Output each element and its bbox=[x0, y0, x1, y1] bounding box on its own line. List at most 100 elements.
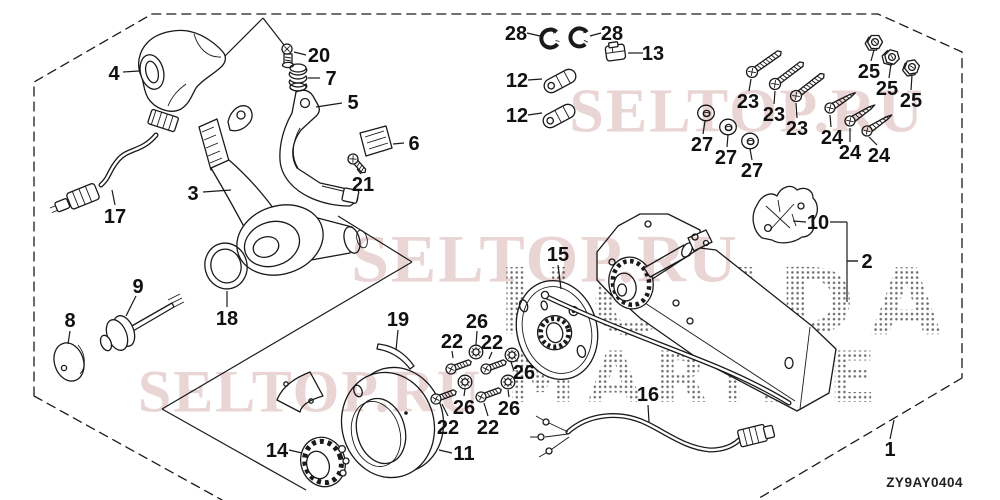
callout-label-22c: 22 bbox=[437, 417, 459, 439]
callout-label-17: 17 bbox=[104, 206, 126, 228]
callout-label-22a: 22 bbox=[441, 331, 463, 353]
callout-leader-25a bbox=[870, 49, 875, 62]
callout-leader-12b bbox=[527, 112, 543, 116]
part-friction-pad bbox=[276, 371, 324, 413]
part-3-control-arm bbox=[198, 105, 368, 276]
part-4-handle-grip bbox=[137, 29, 227, 112]
callout-leader-22b bbox=[488, 351, 493, 360]
callout-label-23c: 23 bbox=[786, 118, 808, 140]
callout-label-23a: 23 bbox=[737, 91, 759, 113]
callout-label-1: 1 bbox=[884, 439, 895, 461]
callout-leader-14 bbox=[288, 449, 303, 454]
callout-label-11: 11 bbox=[453, 443, 474, 465]
callout-leader-12a bbox=[527, 78, 543, 81]
part-27-washer bbox=[697, 104, 715, 122]
callout-label-18: 18 bbox=[216, 308, 238, 330]
part-25-nut bbox=[900, 58, 922, 78]
callout-leader-26c bbox=[463, 388, 466, 397]
part-23-screw bbox=[787, 69, 829, 105]
callout-leader-10 bbox=[792, 220, 807, 223]
callout-leader-24c bbox=[868, 136, 878, 146]
callout-leader-23c bbox=[795, 102, 798, 119]
part-6-friction-plate bbox=[359, 125, 393, 157]
part-24-screw bbox=[859, 110, 896, 139]
part-23-screw bbox=[766, 57, 808, 93]
part-10-bracket bbox=[752, 185, 819, 244]
part-22-screw bbox=[443, 356, 474, 377]
callout-leader-26d bbox=[507, 389, 510, 398]
part-23-screw bbox=[743, 46, 785, 81]
part-27-washer bbox=[719, 118, 737, 136]
callout-label-27c: 27 bbox=[741, 160, 763, 182]
callout-label-24c: 24 bbox=[868, 145, 891, 167]
part-13-clip bbox=[604, 41, 627, 62]
callout-label-4: 4 bbox=[108, 63, 120, 85]
callout-leader-23a bbox=[748, 78, 752, 92]
callout-leader-26b bbox=[510, 361, 515, 372]
callout-leader-22d bbox=[483, 402, 489, 417]
callout-leader-20 bbox=[293, 51, 307, 56]
callout-label-13: 13 bbox=[642, 43, 664, 65]
callout-leader-25c bbox=[910, 74, 913, 91]
callout-label-24a: 24 bbox=[821, 127, 844, 149]
part-27-washer bbox=[741, 132, 759, 150]
callout-leader-4 bbox=[122, 70, 140, 73]
callout-leader-9 bbox=[125, 295, 137, 317]
callout-label-22d: 22 bbox=[477, 417, 499, 439]
callout-label-19: 19 bbox=[387, 309, 409, 331]
callout-leader-28a bbox=[526, 32, 541, 37]
callout-label-21: 21 bbox=[352, 174, 374, 196]
part-19-strip bbox=[376, 343, 415, 370]
callout-leader-27a bbox=[702, 120, 706, 135]
callout-label-12b: 12 bbox=[506, 105, 528, 127]
callout-label-2: 2 bbox=[861, 251, 872, 273]
part-24-screw bbox=[822, 87, 859, 116]
callout-label-27b: 27 bbox=[715, 147, 737, 169]
callout-leader-28b bbox=[589, 32, 602, 37]
callout-leader-11 bbox=[438, 449, 453, 454]
callout-leader-25b bbox=[888, 63, 892, 79]
callout-label-28b: 28 bbox=[601, 23, 623, 45]
part-22-screw bbox=[478, 356, 509, 377]
part-9-shaft bbox=[99, 293, 185, 352]
callout-label-7: 7 bbox=[325, 68, 336, 90]
callout-leader-26a bbox=[475, 330, 478, 346]
callout-leader-23b bbox=[773, 90, 776, 105]
callout-label-12a: 12 bbox=[506, 70, 528, 92]
callout-label-14: 14 bbox=[266, 440, 289, 462]
callout-label-20: 20 bbox=[308, 45, 330, 67]
part-18-o-ring bbox=[204, 242, 248, 290]
callout-label-22b: 22 bbox=[481, 332, 503, 354]
callout-leader-15 bbox=[557, 264, 562, 290]
callout-leader-24a bbox=[829, 114, 832, 128]
part-14-gear-ring bbox=[299, 436, 350, 488]
callout-leader-19 bbox=[395, 329, 399, 351]
part-16-wire-harness bbox=[530, 413, 776, 458]
part-11-friction-dial bbox=[340, 366, 445, 479]
callout-label-25a: 25 bbox=[858, 61, 880, 83]
callout-label-28a: 28 bbox=[505, 23, 527, 45]
callout-leader-6 bbox=[392, 142, 405, 145]
callout-leader-21 bbox=[356, 168, 362, 175]
callout-leader-3 bbox=[202, 189, 232, 193]
assembly-lines bbox=[161, 17, 858, 491]
callout-leader-27c bbox=[749, 148, 753, 161]
part-28-clip bbox=[539, 27, 562, 50]
callout-label-16: 16 bbox=[637, 384, 659, 406]
callout-label-9: 9 bbox=[132, 276, 143, 298]
callout-leader-22a bbox=[451, 350, 454, 359]
callout-label-27a: 27 bbox=[691, 134, 713, 156]
part-8-cap bbox=[53, 342, 85, 382]
part-28-clip bbox=[566, 24, 593, 51]
part-25-nut bbox=[864, 34, 884, 51]
callout-label-24b: 24 bbox=[839, 142, 862, 164]
part-12-clamp bbox=[541, 66, 579, 96]
callout-label-25c: 25 bbox=[900, 90, 922, 112]
part-2-control-box bbox=[540, 213, 837, 412]
callout-leader-1 bbox=[889, 419, 895, 440]
part-21-screw bbox=[347, 153, 367, 174]
callout-label-26a: 26 bbox=[466, 311, 488, 333]
